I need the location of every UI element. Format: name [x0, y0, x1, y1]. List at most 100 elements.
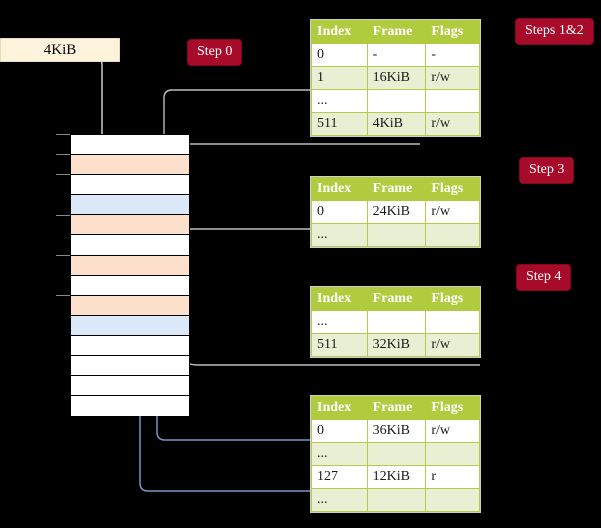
memory-tick — [56, 215, 70, 216]
table-header-flags: Flags — [425, 20, 480, 44]
memory-row — [71, 155, 189, 176]
table-row[interactable]: ... — [311, 310, 480, 334]
memory-row — [71, 175, 189, 196]
table-row[interactable]: ... — [311, 488, 480, 512]
cell-index: ... — [311, 488, 368, 512]
page-box: 4KiB — [0, 38, 120, 62]
table-header-index: Index — [311, 396, 368, 420]
table-header-frame: Frame — [366, 396, 427, 420]
table-row[interactable]: ... — [311, 223, 480, 247]
cell-flags: r/w — [425, 333, 480, 357]
step-tag-step4: Step 4 — [517, 265, 571, 290]
cell-flags: r/w — [425, 419, 480, 443]
cell-flags: r/w — [425, 200, 480, 224]
wire-steps12 — [163, 89, 480, 148]
step-tag-steps12: Steps 1&2 — [516, 19, 593, 44]
memory-row — [71, 215, 189, 236]
table-header-flags: Flags — [425, 396, 480, 420]
table-header-flags: Flags — [425, 287, 480, 311]
page-box-label: 4KiB — [43, 41, 77, 58]
memory-row — [71, 195, 189, 216]
cell-index: 511 — [311, 112, 368, 136]
memory-row — [71, 255, 189, 276]
wire-result-0 — [150, 326, 480, 441]
cell-frame: 32KiB — [366, 333, 427, 357]
memory-column — [70, 134, 190, 417]
memory-row — [71, 235, 189, 256]
memory-tick — [56, 154, 70, 155]
cell-frame: 24KiB — [366, 200, 427, 224]
cell-frame — [366, 223, 427, 247]
cell-index: ... — [311, 223, 368, 247]
table-header-index: Index — [311, 287, 368, 311]
cell-frame: 4KiB — [366, 112, 427, 136]
cell-frame: 12KiB — [366, 465, 427, 489]
table-header-frame: Frame — [366, 287, 427, 311]
table-header-index: Index — [311, 20, 368, 44]
memory-row — [71, 135, 189, 156]
cell-index: 0 — [311, 43, 368, 67]
memory-row — [71, 315, 189, 336]
cell-flags: r/w — [425, 66, 480, 90]
cell-index: 1 — [311, 66, 368, 90]
cell-frame — [366, 442, 427, 466]
cell-flags — [425, 89, 480, 113]
cell-flags: r/w — [425, 112, 480, 136]
table-row[interactable]: 0-- — [311, 43, 480, 67]
step-tag-step0: Step 0 — [188, 40, 242, 65]
cell-frame — [366, 89, 427, 113]
memory-row — [71, 356, 189, 377]
cell-index: 511 — [311, 333, 368, 357]
cell-flags — [425, 310, 480, 334]
cell-flags — [425, 488, 480, 512]
cell-index: ... — [311, 442, 368, 466]
table-header-flags: Flags — [425, 177, 480, 201]
cell-frame: 36KiB — [366, 419, 427, 443]
step-tag-step3: Step 3 — [520, 158, 574, 183]
cell-index: 127 — [311, 465, 368, 489]
cell-index: ... — [311, 89, 368, 113]
cell-flags — [425, 442, 480, 466]
cell-flags — [425, 223, 480, 247]
cell-flags: - — [425, 43, 480, 67]
table-header-frame: Frame — [366, 20, 427, 44]
memory-row — [71, 376, 189, 397]
memory-row — [71, 335, 189, 357]
cell-flags: r — [425, 465, 480, 489]
memory-tick — [56, 174, 70, 175]
cell-index: 0 — [311, 419, 368, 443]
cell-frame: - — [366, 43, 427, 67]
memory-row — [71, 275, 189, 296]
table-row[interactable]: ... — [311, 89, 480, 113]
memory-tick — [56, 295, 70, 296]
cell-index: ... — [311, 310, 368, 334]
memory-tick — [56, 255, 70, 256]
cell-frame — [366, 310, 427, 334]
cell-index: 0 — [311, 200, 368, 224]
table-header-index: Index — [311, 177, 368, 201]
wire-result-127 — [133, 236, 480, 492]
table-row[interactable]: ... — [311, 442, 480, 466]
cell-frame — [366, 488, 427, 512]
memory-row — [71, 396, 189, 417]
cell-frame: 16KiB — [366, 66, 427, 90]
